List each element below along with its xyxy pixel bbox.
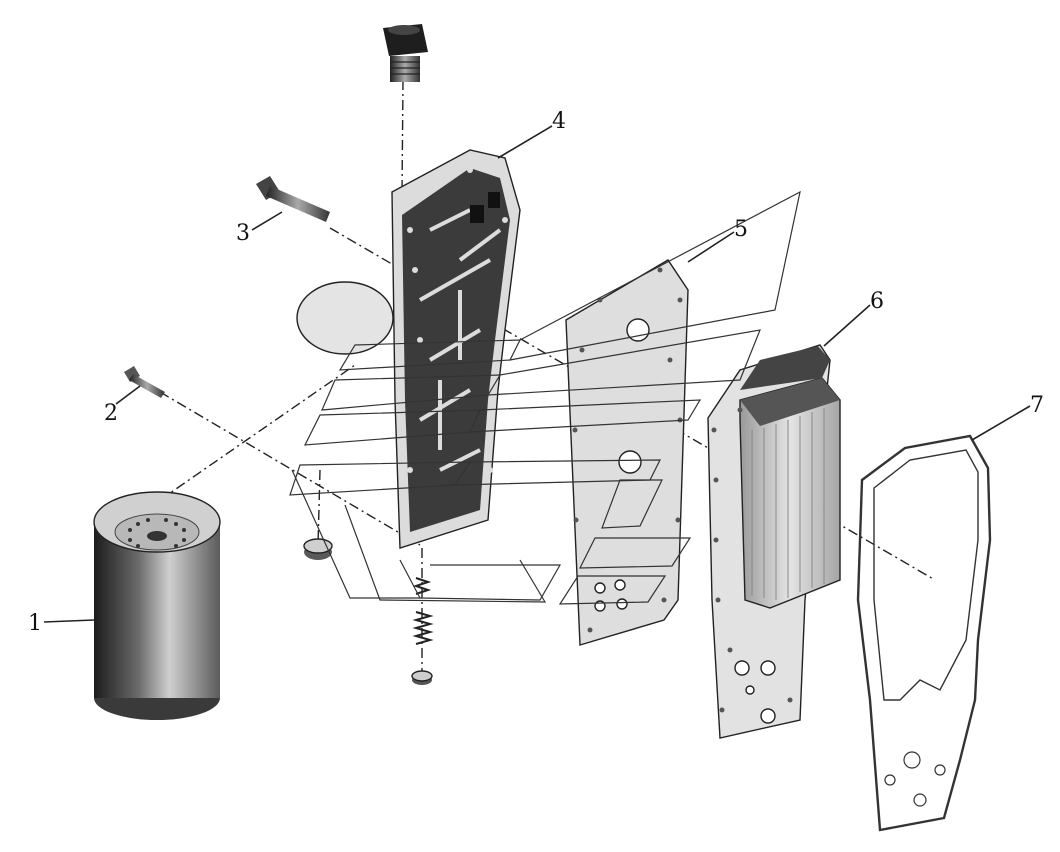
oil-cooler-core (707, 344, 841, 739)
spring (412, 577, 434, 645)
assembly-frame-lines (289, 190, 801, 605)
filter-head-housing (296, 149, 521, 549)
drain-plug (383, 24, 428, 82)
callout-3: 3 (236, 221, 250, 246)
callout-1: 1 (28, 611, 42, 636)
small-bolt (124, 366, 165, 398)
valve-plug (411, 670, 433, 685)
leader-lines (43, 125, 1031, 623)
cooler-outer-gasket (856, 434, 992, 832)
callout-numbers: 1 2 3 4 5 6 7 (28, 109, 1044, 636)
callout-5: 5 (734, 217, 748, 242)
cooler-gasket-plate (565, 259, 689, 646)
callout-7: 7 (1030, 393, 1044, 418)
oil-filter (93, 491, 221, 720)
callout-4: 4 (552, 109, 566, 134)
callout-6: 6 (870, 289, 884, 314)
callout-2: 2 (104, 401, 118, 426)
long-bolt (256, 176, 330, 222)
